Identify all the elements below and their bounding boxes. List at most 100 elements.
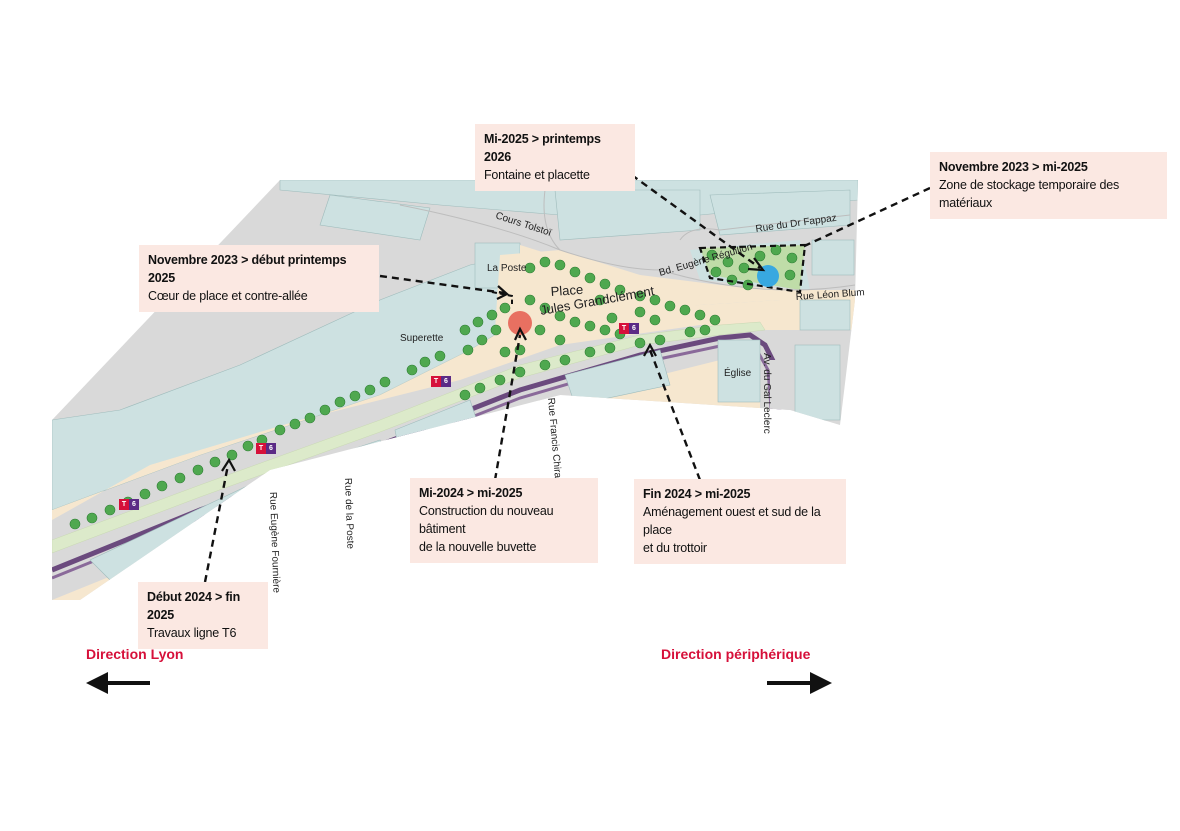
- callout-t6: Début 2024 > fin 2025 Travaux ligne T6: [138, 582, 268, 649]
- tree: [722, 256, 734, 268]
- tree: [472, 316, 484, 328]
- tree: [139, 488, 151, 500]
- tree: [699, 324, 711, 336]
- callout-title: Mi-2024 > mi-2025: [419, 486, 523, 500]
- tree: [726, 274, 738, 286]
- callout-stockage: Novembre 2023 > mi-2025 Zone de stockage…: [930, 152, 1167, 219]
- tree: [534, 324, 546, 336]
- tree: [706, 249, 718, 261]
- tree: [499, 346, 511, 358]
- tree: [486, 309, 498, 321]
- callout-title: Fin 2024 > mi-2025: [643, 487, 751, 501]
- tree: [174, 472, 186, 484]
- label-place-line1: Place: [550, 282, 583, 299]
- tree: [474, 382, 486, 394]
- tree: [304, 412, 316, 424]
- tree: [634, 306, 646, 318]
- tree: [584, 320, 596, 332]
- tree: [86, 512, 98, 524]
- tree: [614, 284, 626, 296]
- label-eglise: Église: [724, 366, 752, 379]
- leader-arrowheads: [221, 257, 766, 472]
- tree: [664, 300, 676, 312]
- tree: [459, 324, 471, 336]
- street-label-av-leclerc: Av. du Gal Leclerc: [761, 353, 772, 434]
- tree: [476, 334, 488, 346]
- tree: [554, 334, 566, 346]
- fountain-marker: [757, 265, 779, 287]
- tree: [334, 396, 346, 408]
- tree: [584, 272, 596, 284]
- street-label-rue-fourniere: Rue Eugène Fournière: [267, 492, 282, 594]
- tree: [604, 342, 616, 354]
- tree: [524, 262, 536, 274]
- callout-desc: Construction du nouveau bâtiment: [419, 504, 554, 536]
- tree: [559, 354, 571, 366]
- median-green: [52, 321, 766, 554]
- trees: [69, 244, 798, 530]
- tree: [786, 252, 798, 264]
- direction-peripherique-label: Direction périphérique: [661, 646, 811, 662]
- tree: [649, 294, 661, 306]
- tree: [226, 449, 238, 461]
- tree: [569, 266, 581, 278]
- tree: [599, 278, 611, 290]
- buvette-marker: [508, 311, 532, 335]
- tree: [364, 384, 376, 396]
- tree: [770, 244, 782, 256]
- tree: [654, 334, 666, 346]
- tree: [524, 294, 536, 306]
- leader-lines: [203, 167, 931, 583]
- tree: [490, 324, 502, 336]
- callout-desc: Zone de stockage temporaire des matériau…: [939, 178, 1120, 210]
- tree: [554, 259, 566, 271]
- tree: [156, 480, 168, 492]
- tree: [710, 266, 722, 278]
- tree: [514, 344, 526, 356]
- tree: [606, 312, 618, 324]
- tree: [192, 464, 204, 476]
- tree: [69, 518, 81, 530]
- tree: [434, 350, 446, 362]
- direction-lyon-label: Direction Lyon: [86, 646, 184, 662]
- tree: [419, 356, 431, 368]
- tree: [539, 256, 551, 268]
- callout-buvette: Mi-2024 > mi-2025 Construction du nouvea…: [410, 478, 598, 563]
- callout-title: Novembre 2023 > mi-2025: [939, 160, 1088, 174]
- tree: [494, 374, 506, 386]
- street-label-rue-leon-blum: Rue Léon Blum: [795, 287, 865, 303]
- storage-zone-outline: [698, 243, 807, 294]
- label-la-poste: La Poste: [487, 263, 527, 274]
- tree: [459, 389, 471, 401]
- callout-desc: et du trottoir: [643, 541, 707, 555]
- tree: [462, 344, 474, 356]
- arrow-right-icon: [767, 672, 832, 694]
- tree: [684, 326, 696, 338]
- arrow-left-icon: [86, 672, 150, 694]
- street-label-rue-francis-chirat: Rue Francis Chirat: [545, 397, 563, 481]
- callout-desc: Fontaine et placette: [484, 168, 590, 182]
- callout-title: Début 2024 > fin 2025: [147, 590, 241, 622]
- tree: [514, 366, 526, 378]
- tree: [242, 440, 254, 452]
- tree: [554, 310, 566, 322]
- callout-title: Novembre 2023 > début printemps 2025: [148, 253, 347, 285]
- tree: [584, 346, 596, 358]
- callout-desc: de la nouvelle buvette: [419, 540, 537, 554]
- tree: [349, 390, 361, 402]
- callout-fontaine: Mi-2025 > printemps 2026 Fontaine et pla…: [475, 124, 635, 191]
- coeur-zone-outline: [491, 291, 513, 304]
- tree: [289, 418, 301, 430]
- tree: [379, 376, 391, 388]
- tree: [319, 404, 331, 416]
- tree: [209, 456, 221, 468]
- tree: [599, 324, 611, 336]
- tree: [406, 364, 418, 376]
- tree: [569, 316, 581, 328]
- tree: [634, 337, 646, 349]
- tree: [679, 304, 691, 316]
